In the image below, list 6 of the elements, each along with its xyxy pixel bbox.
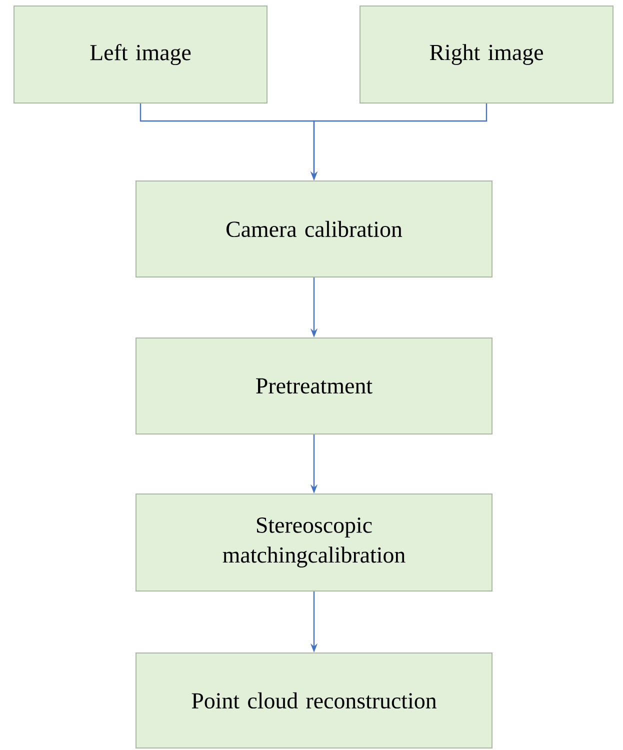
process-box: Left image — [14, 6, 268, 104]
process-box: Stereoscopic matchingcalibration — [136, 494, 492, 592]
process-box: Point cloud reconstruction — [136, 652, 492, 748]
process-box: Pretreatment — [136, 338, 492, 434]
process-box: Camera calibration — [136, 180, 492, 278]
process-box: Right image — [360, 6, 614, 104]
